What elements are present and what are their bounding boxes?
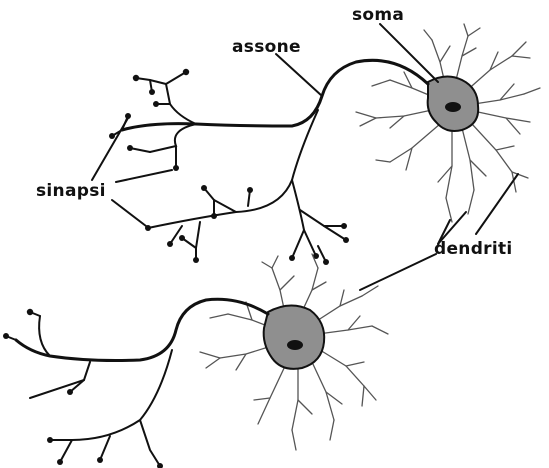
- upper-synapse-dots: [109, 69, 349, 265]
- lower-axon: [16, 299, 268, 360]
- lower-neuron: [3, 254, 388, 468]
- lower-synapse-dots: [3, 309, 163, 468]
- label-soma: soma: [352, 5, 404, 25]
- upper-neuron: [109, 24, 540, 265]
- lower-axon-terminals: [6, 312, 172, 466]
- label-synapses: sinapsi: [36, 181, 106, 201]
- upper-axon-terminals: [112, 72, 346, 262]
- label-dendrites: dendriti: [434, 239, 513, 259]
- lower-nucleus: [287, 340, 303, 350]
- lower-soma: [264, 305, 325, 368]
- label-axon: assone: [232, 37, 301, 57]
- upper-nucleus: [445, 102, 461, 112]
